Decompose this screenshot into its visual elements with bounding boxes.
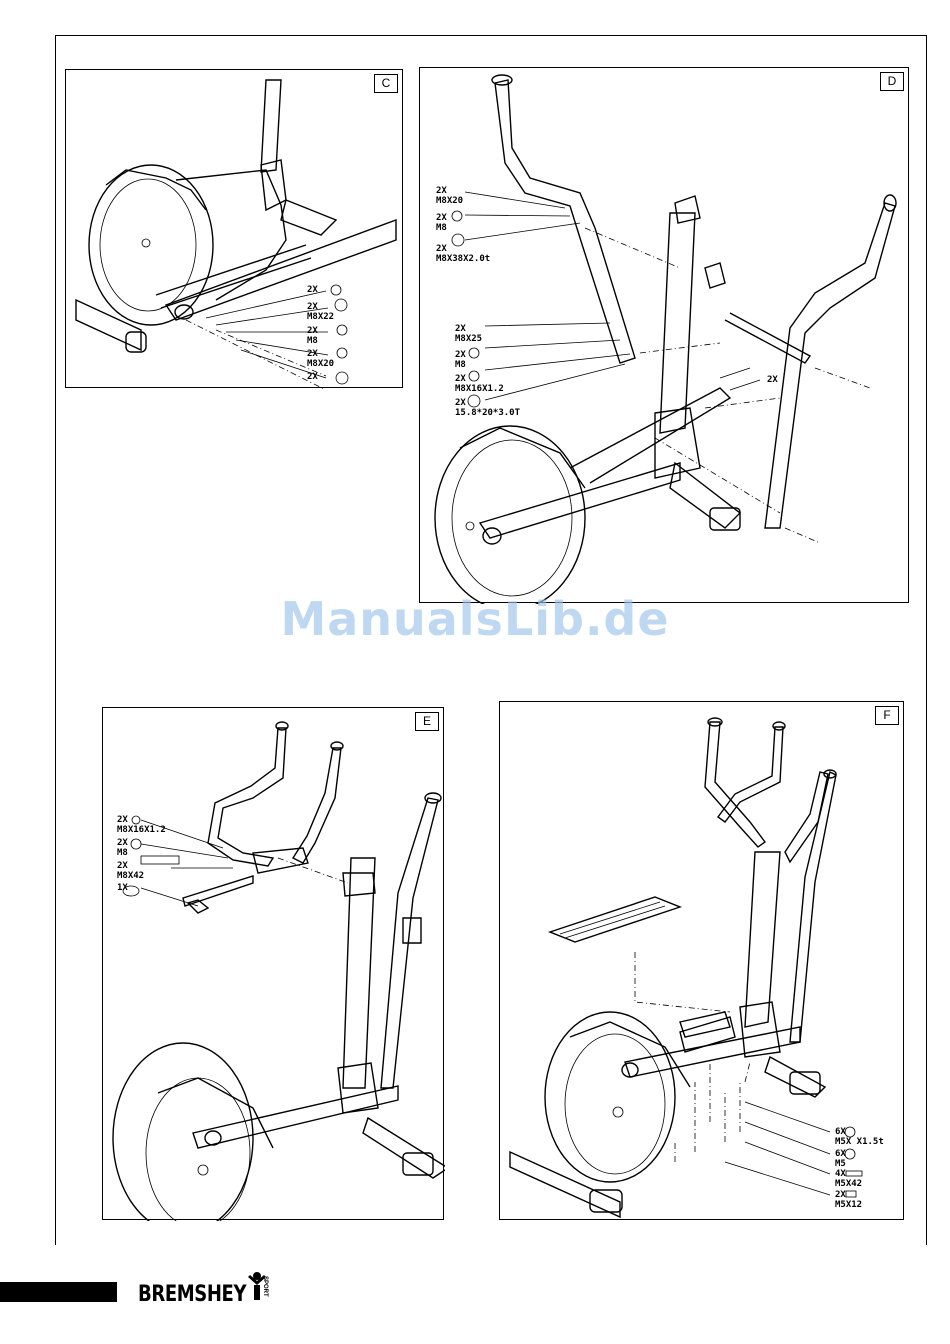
- part-label: 1X: [117, 883, 128, 893]
- panel-c-tag: C: [374, 74, 398, 93]
- watermark: ManualsLib.de: [0, 592, 950, 646]
- part-label: 2X: [307, 372, 318, 382]
- panel-c-drawing: [66, 70, 404, 389]
- panel-e-tag: E: [415, 712, 439, 731]
- footer-bar: [0, 1282, 117, 1302]
- brand-sub: SPORT: [262, 1276, 268, 1297]
- panel-d-drawing: [420, 68, 910, 604]
- panel-d-tag: D: [880, 72, 904, 91]
- part-label: 2X: [767, 375, 778, 385]
- part-label: 2X: [307, 285, 318, 295]
- panel-f-tag: F: [875, 706, 899, 725]
- brand-logo: BREMSHEY: [138, 1282, 246, 1307]
- panel-e-drawing: [103, 708, 445, 1221]
